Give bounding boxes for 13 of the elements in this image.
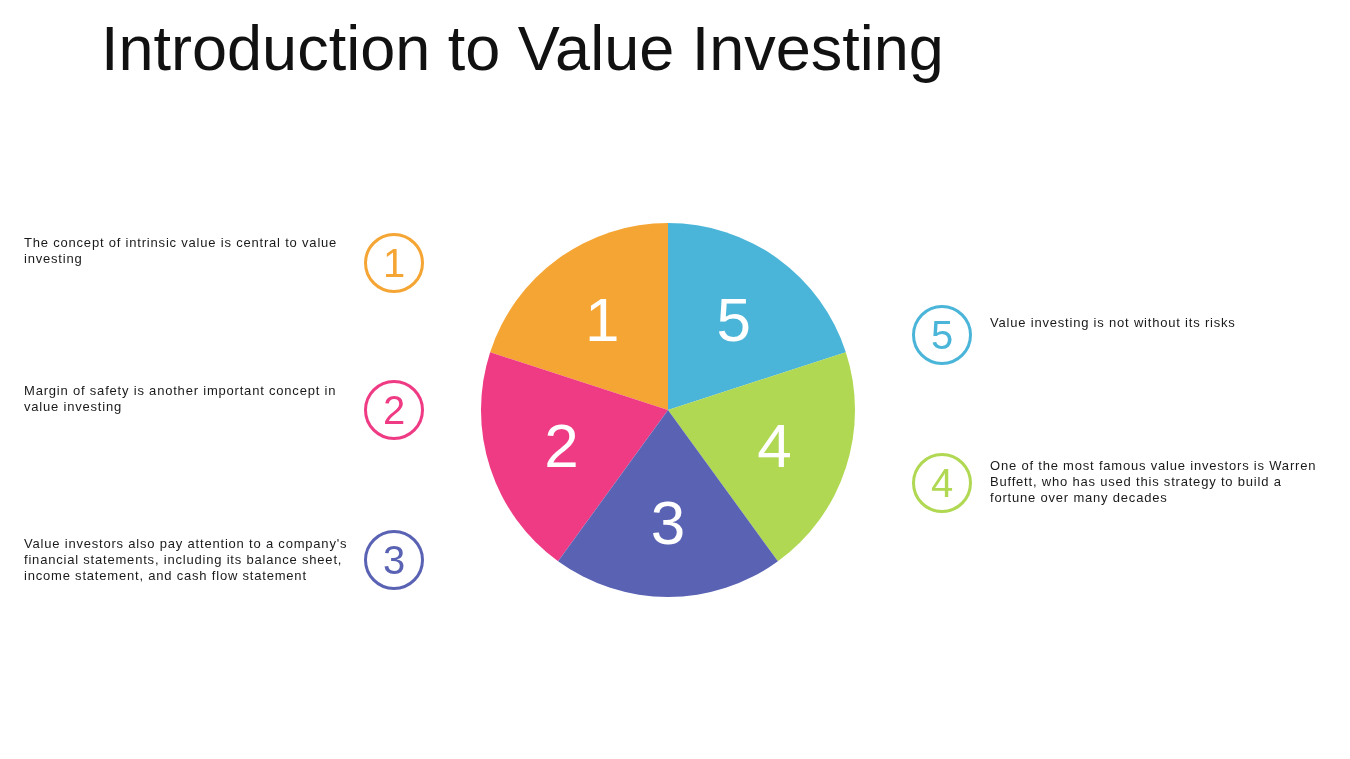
number-circle: 4 — [912, 453, 972, 513]
description-text: The concept of intrinsic value is central to value investing — [24, 235, 339, 267]
description-text: Value investors also pay attention to a company's financial statements, including its balance sheet, income statement, and cash flow statement — [24, 536, 349, 584]
description-text: One of the most famous value investors is Warren Buffett, who has used this strategy to build a fortune over many decades — [990, 458, 1318, 506]
number-circle: 2 — [364, 380, 424, 440]
description-text: Margin of safety is another important concept in value investing — [24, 383, 338, 415]
pie-segment: 1 — [490, 223, 668, 410]
title: Introduction to Value Investing — [101, 12, 944, 84]
description-text: Value investing is not without its risks — [990, 315, 1237, 331]
pie-segment: 5 — [668, 223, 846, 410]
number-circle: 1 — [364, 233, 424, 293]
number-circle: 3 — [364, 530, 424, 590]
number-circle: 5 — [912, 305, 972, 365]
